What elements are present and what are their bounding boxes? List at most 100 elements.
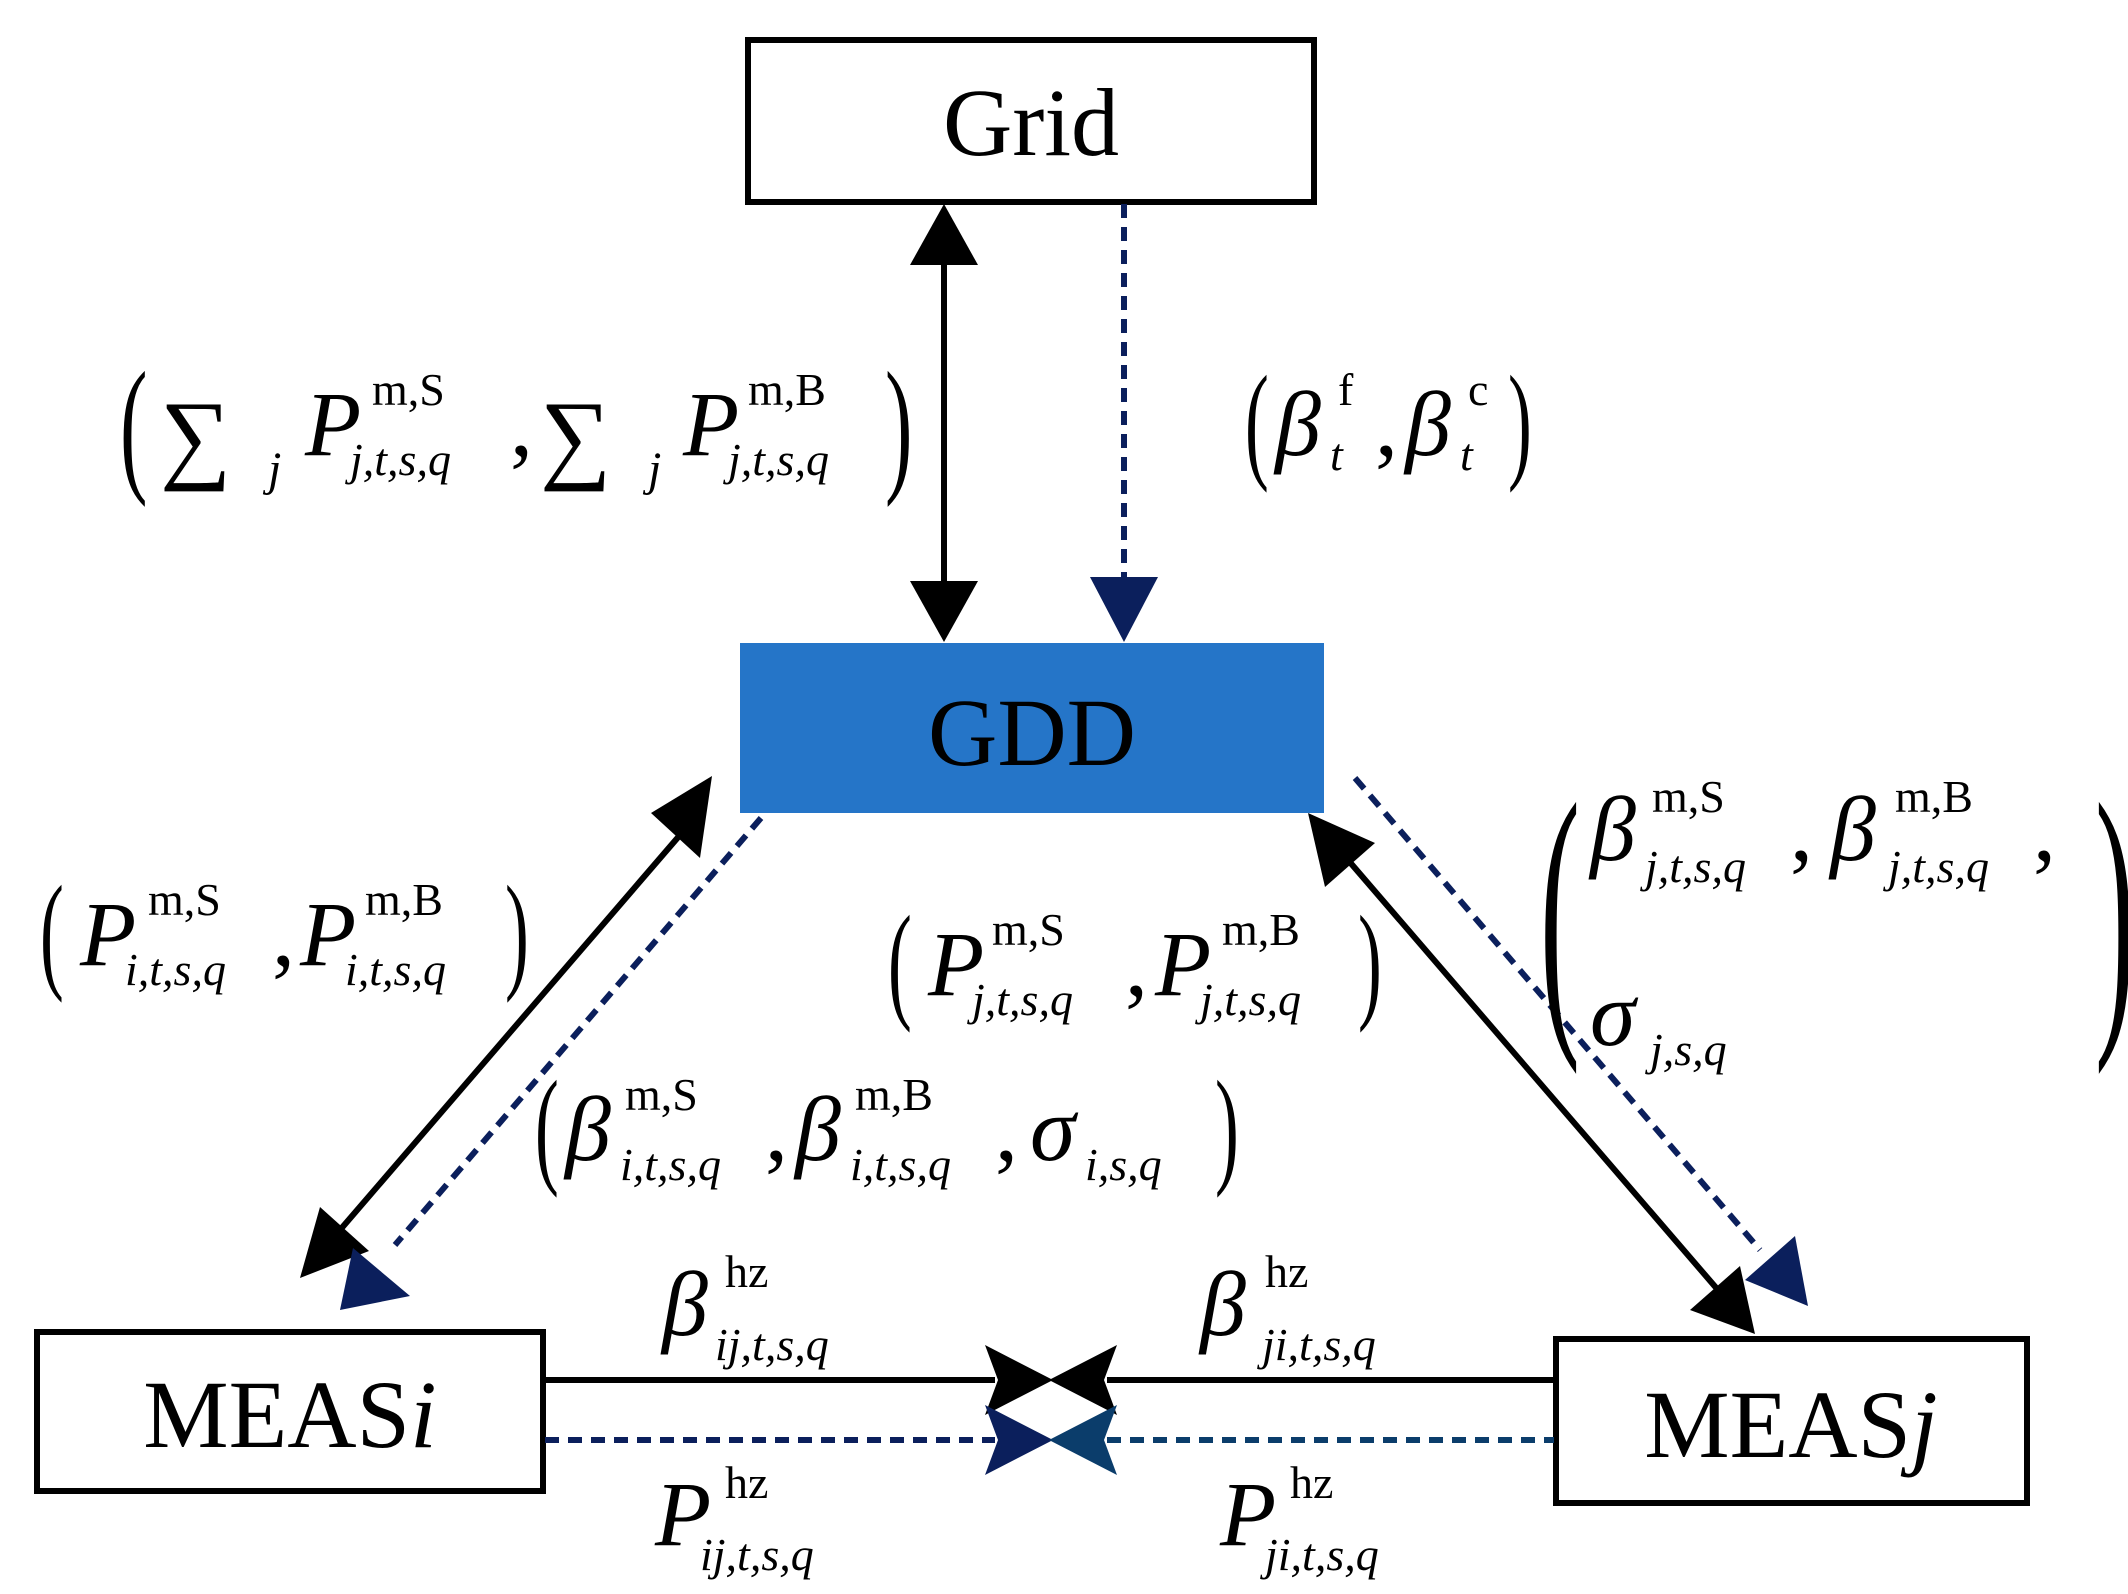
gdd-meas-j-solid-arrow [1308, 813, 1755, 1334]
right-dashed-label: ( β m,S j,t,s,q , β m,B j,t,s,q , σ j,s,… [1540, 743, 2128, 1075]
svg-text:σ: σ [1590, 963, 1639, 1065]
svg-text:): ) [1358, 890, 1382, 1034]
grid-label: Grid [943, 69, 1119, 176]
meas-j-node: MEASj [1553, 1336, 2030, 1506]
p-ji-label: P hz ji,t,s,q [1219, 1457, 1379, 1580]
svg-text:(: ( [120, 342, 147, 508]
svg-text:hz: hz [1265, 1246, 1308, 1297]
svg-text:m,S: m,S [625, 1069, 698, 1120]
svg-text:,: , [1790, 778, 1813, 880]
meas-i-node: MEASi [34, 1329, 546, 1494]
gdd-meas-j-dashed-arrow [1352, 776, 1808, 1306]
svg-text:): ) [1508, 350, 1532, 494]
svg-text:m,B: m,B [748, 364, 826, 415]
gdd-meas-i-dashed-arrow [340, 816, 764, 1310]
svg-text:ij,t,s,q: ij,t,s,q [700, 1529, 814, 1580]
svg-text:β: β [563, 1078, 611, 1180]
svg-text:β: β [660, 1253, 708, 1355]
svg-text:β: β [1588, 778, 1636, 880]
svg-text:P: P [1154, 913, 1211, 1015]
grid-solid-label: ( ∑ j P m,S j,t,s,q , ∑ j P m,B j,t,s,q … [120, 342, 912, 508]
svg-text:m,S: m,S [992, 904, 1065, 955]
svg-text:m,B: m,B [365, 874, 443, 925]
svg-text:P: P [1219, 1463, 1276, 1565]
grid-node: Grid [745, 37, 1317, 205]
svg-text:j,t,s,q: j,t,s,q [967, 974, 1073, 1025]
svg-text:i,t,s,q: i,t,s,q [850, 1139, 951, 1190]
svg-text:β: β [1828, 778, 1876, 880]
svg-text:j,t,s,q: j,t,s,q [1883, 841, 1989, 892]
svg-text:(: ( [888, 890, 912, 1034]
svg-text:j: j [262, 443, 281, 496]
svg-text:): ) [885, 342, 912, 508]
sum-symbol: ∑ [160, 381, 231, 492]
svg-text:j,t,s,q: j,t,s,q [1640, 841, 1746, 892]
svg-text:,: , [765, 1078, 788, 1180]
left-solid-label: ( P m,S i,t,s,q , P m,B i,t,s,q ) [40, 860, 529, 1004]
svg-text:P: P [79, 883, 136, 985]
p-ij-label: P hz ij,t,s,q [654, 1457, 814, 1580]
svg-text:i,t,s,q: i,t,s,q [345, 944, 446, 995]
grid-dashed-label: ( β f t , β c t ) [1245, 350, 1532, 494]
svg-text:σ: σ [1030, 1078, 1079, 1180]
svg-text:m,S: m,S [372, 364, 445, 415]
svg-text:ji,t,s,q: ji,t,s,q [1260, 1529, 1379, 1580]
svg-text:hz: hz [725, 1457, 768, 1508]
svg-text:P: P [682, 373, 739, 475]
svg-text:m,S: m,S [1652, 771, 1725, 822]
svg-text:(: ( [1245, 350, 1269, 494]
svg-text:m,B: m,B [855, 1069, 933, 1120]
svg-text:,: , [1125, 913, 1148, 1015]
svg-text:,: , [272, 883, 295, 985]
svg-text:hz: hz [1290, 1457, 1333, 1508]
svg-text:i,t,s,q: i,t,s,q [125, 944, 226, 995]
svg-text:f: f [1338, 364, 1354, 415]
svg-text:β: β [793, 1078, 841, 1180]
gdd-label: GDD [928, 679, 1136, 786]
svg-text:∑: ∑ [540, 381, 611, 492]
svg-text:β: β [1403, 373, 1451, 475]
svg-text:c: c [1468, 364, 1488, 415]
svg-text:i,t,s,q: i,t,s,q [620, 1139, 721, 1190]
svg-text:j,t,s,q: j,t,s,q [345, 434, 451, 485]
svg-text:ji,t,s,q: ji,t,s,q [1257, 1319, 1376, 1370]
svg-text:hz: hz [725, 1246, 768, 1297]
right-solid-label: ( P m,S j,t,s,q , P m,B j,t,s,q ) [888, 890, 1382, 1034]
svg-text:m,B: m,B [1222, 904, 1300, 955]
svg-text:j,t,s,q: j,t,s,q [723, 434, 829, 485]
svg-text:(: ( [1540, 743, 1580, 1075]
svg-text:,: , [510, 373, 533, 475]
svg-text:ij,t,s,q: ij,t,s,q [715, 1319, 829, 1370]
svg-text:(: ( [40, 860, 64, 1004]
svg-text:t: t [1460, 429, 1474, 480]
svg-text:β: β [1273, 373, 1321, 475]
beta-ij-label: β hz ij,t,s,q [660, 1246, 829, 1370]
gdd-meas-i-solid-arrow [300, 776, 712, 1278]
svg-text:j,s,q: j,s,q [1645, 1024, 1727, 1075]
svg-text:P: P [299, 883, 356, 985]
svg-text:,: , [995, 1078, 1018, 1180]
svg-text:m,B: m,B [1895, 771, 1973, 822]
svg-text:(: ( [535, 1055, 559, 1199]
svg-text:P: P [927, 913, 984, 1015]
svg-text:,: , [2033, 778, 2056, 880]
svg-text:j,t,s,q: j,t,s,q [1195, 974, 1301, 1025]
svg-text:): ) [2095, 743, 2128, 1075]
gdd-node: GDD [740, 643, 1324, 813]
svg-text:P: P [654, 1463, 711, 1565]
beta-ji-label: β hz ji,t,s,q [1198, 1246, 1376, 1370]
grid-gdd-dashed-arrow [1090, 204, 1158, 642]
svg-text:): ) [1215, 1055, 1239, 1199]
svg-text:,: , [1375, 373, 1398, 475]
svg-text:P: P [304, 373, 361, 475]
left-dashed-label: ( β m,S i,t,s,q , β m,B i,t,s,q , σ i,s,… [535, 1055, 1239, 1199]
svg-text:β: β [1198, 1253, 1246, 1355]
grid-gdd-solid-arrow [910, 204, 978, 642]
meas-i-label: MEASi [143, 1361, 436, 1468]
svg-text:): ) [505, 860, 529, 1004]
svg-text:i,s,q: i,s,q [1085, 1139, 1162, 1190]
meas-solid-arrows [545, 1345, 1554, 1415]
svg-text:j: j [642, 443, 661, 496]
svg-text:m,S: m,S [148, 874, 221, 925]
